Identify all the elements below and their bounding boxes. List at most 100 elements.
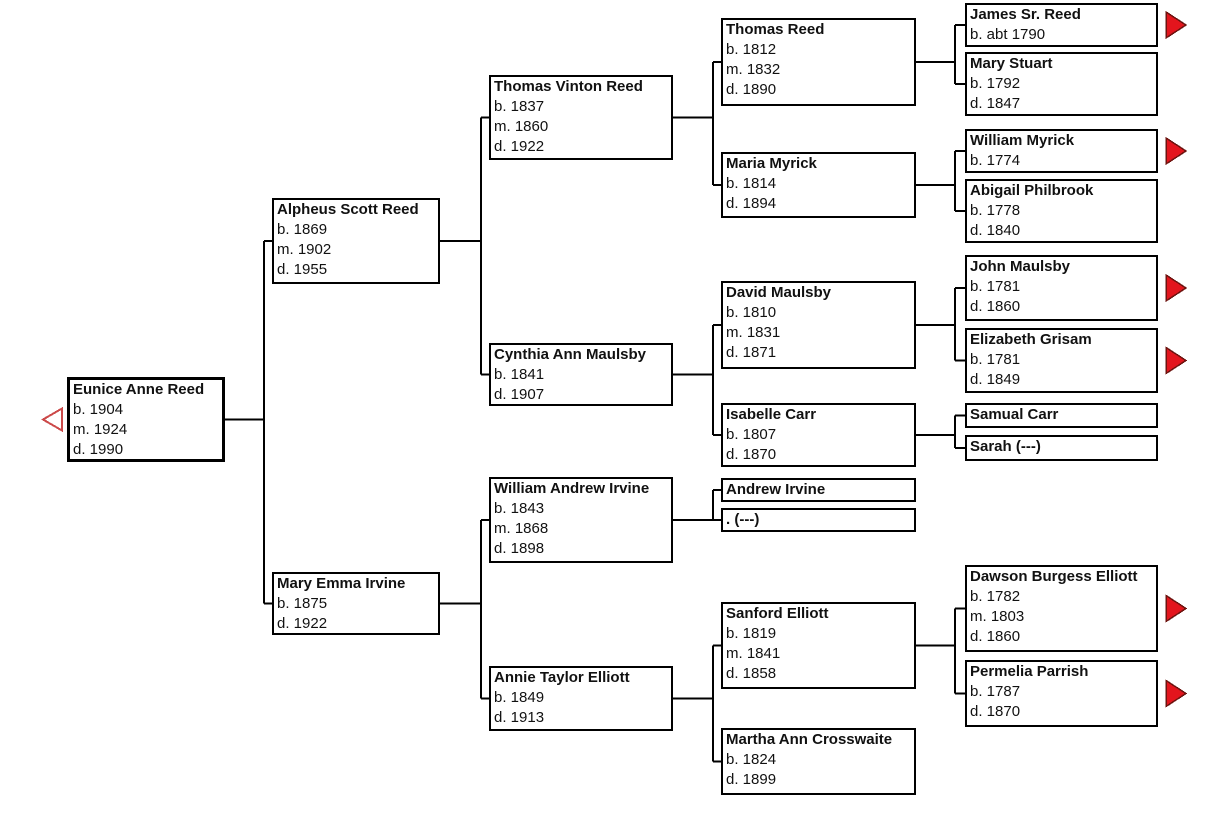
person-detail: b. 1782 — [970, 588, 1021, 605]
person-detail: b. 1774 — [970, 152, 1021, 169]
person-box-andrew[interactable]: Andrew Irvine — [721, 478, 916, 502]
person-box-sanford[interactable]: Sanford Elliott b. 1819 m. 1841 d. 1858 — [721, 602, 916, 689]
person-detail: b. 1875 — [277, 595, 328, 612]
person-detail: b. 1849 — [494, 689, 545, 706]
person-name: Alpheus Scott Reed — [277, 201, 419, 218]
more-ancestors-arrow-icon[interactable] — [1165, 346, 1188, 375]
person-detail: d. 1847 — [970, 95, 1021, 112]
person-detail: b. 1787 — [970, 683, 1021, 700]
person-detail: m. 1868 — [494, 520, 549, 537]
person-detail: d. 1871 — [726, 344, 777, 361]
person-detail: b. 1814 — [726, 175, 777, 192]
person-detail: b. abt 1790 — [970, 26, 1046, 43]
person-detail: b. 1819 — [726, 625, 777, 642]
person-box-john[interactable]: John Maulsby b. 1781 d. 1860 — [965, 255, 1158, 321]
person-box-maria[interactable]: Maria Myrick b. 1814 d. 1894 — [721, 152, 916, 218]
more-ancestors-arrow-icon[interactable] — [1165, 273, 1188, 303]
person-detail: d. 1860 — [970, 298, 1021, 315]
person-name: Maria Myrick — [726, 155, 817, 172]
person-box-mary_stuart[interactable]: Mary Stuart b. 1792 d. 1847 — [965, 52, 1158, 116]
person-detail: m. 1803 — [970, 608, 1025, 625]
person-box-permelia[interactable]: Permelia Parrish b. 1787 d. 1870 — [965, 660, 1158, 727]
person-detail: m. 1831 — [726, 324, 781, 341]
person-detail: d. 1870 — [970, 703, 1021, 720]
person-detail: b. 1824 — [726, 751, 777, 768]
person-detail: b. 1843 — [494, 500, 545, 517]
person-box-sarah[interactable]: Sarah (---) — [965, 435, 1158, 461]
person-box-martha[interactable]: Martha Ann Crosswaite b. 1824 d. 1899 — [721, 728, 916, 795]
person-detail: d. 1955 — [277, 261, 328, 278]
person-detail: b. 1778 — [970, 202, 1021, 219]
person-name: Abigail Philbrook — [970, 182, 1094, 199]
person-name: Martha Ann Crosswaite — [726, 731, 893, 748]
person-detail: d. 1849 — [970, 371, 1021, 388]
more-ancestors-arrow-icon[interactable] — [1165, 594, 1188, 623]
person-detail: d. 1990 — [73, 441, 124, 458]
person-name: Dawson Burgess Elliott — [970, 568, 1138, 585]
root-person-arrow-icon[interactable] — [41, 406, 63, 433]
person-detail: d. 1894 — [726, 195, 777, 212]
person-detail: b. 1869 — [277, 221, 328, 238]
more-ancestors-arrow-icon[interactable] — [1165, 136, 1188, 166]
person-detail: d. 1907 — [494, 386, 545, 403]
person-detail: d. 1858 — [726, 665, 777, 682]
person-detail: m. 1832 — [726, 61, 781, 78]
person-box-abigail[interactable]: Abigail Philbrook b. 1778 d. 1840 — [965, 179, 1158, 243]
person-detail: d. 1922 — [494, 138, 545, 155]
person-box-william_myrick[interactable]: William Myrick b. 1774 — [965, 129, 1158, 173]
person-name: Cynthia Ann Maulsby — [494, 346, 646, 363]
person-detail: d. 1840 — [970, 222, 1021, 239]
person-box-dawson[interactable]: Dawson Burgess Elliott b. 1782 m. 1803 d. 1… — [965, 565, 1158, 652]
person-name: Isabelle Carr — [726, 406, 817, 423]
person-name: William Andrew Irvine — [494, 480, 650, 497]
person-box-william_andrew[interactable]: William Andrew Irvine b. 1843 m. 1868 d. 18… — [489, 477, 673, 563]
person-detail: b. 1792 — [970, 75, 1021, 92]
person-detail: b. 1837 — [494, 98, 545, 115]
person-detail: d. 1890 — [726, 81, 777, 98]
person-detail: d. 1922 — [277, 615, 328, 632]
person-name: Elizabeth Grisam — [970, 331, 1092, 348]
person-detail: m. 1860 — [494, 118, 549, 135]
person-box-elizabeth[interactable]: Elizabeth Grisam b. 1781 d. 1849 — [965, 328, 1158, 393]
person-name: Sanford Elliott — [726, 605, 829, 622]
person-detail: m. 1841 — [726, 645, 781, 662]
person-name: Sarah (---) — [970, 438, 1041, 455]
person-detail: d. 1913 — [494, 709, 545, 726]
person-name: David Maulsby — [726, 284, 832, 301]
person-name: Eunice Anne Reed — [73, 381, 205, 398]
person-name: John Maulsby — [970, 258, 1071, 275]
more-ancestors-arrow-icon[interactable] — [1165, 10, 1188, 40]
person-detail: b. 1810 — [726, 304, 777, 321]
person-name: Annie Taylor Elliott — [494, 669, 630, 686]
person-detail: b. 1781 — [970, 278, 1021, 295]
person-detail: b. 1807 — [726, 426, 777, 443]
person-box-david[interactable]: David Maulsby b. 1810 m. 1831 d. 1871 — [721, 281, 916, 369]
person-box-annie[interactable]: Annie Taylor Elliott b. 1849 d. 1913 — [489, 666, 673, 731]
person-name: Samual Carr — [970, 406, 1059, 423]
person-detail: d. 1898 — [494, 540, 545, 557]
person-name: Thomas Reed — [726, 21, 825, 38]
person-name: Andrew Irvine — [726, 481, 826, 498]
person-name: Thomas Vinton Reed — [494, 78, 643, 95]
person-detail: d. 1899 — [726, 771, 777, 788]
person-detail: b. 1781 — [970, 351, 1021, 368]
more-ancestors-arrow-icon[interactable] — [1165, 679, 1188, 708]
person-box-samual[interactable]: Samual Carr — [965, 403, 1158, 428]
person-box-blank[interactable]: . (---) — [721, 508, 916, 532]
person-detail: m. 1902 — [277, 241, 332, 258]
person-detail: d. 1860 — [970, 628, 1021, 645]
person-detail: b. 1904 — [73, 401, 124, 418]
person-name: Mary Stuart — [970, 55, 1053, 72]
person-name: William Myrick — [970, 132, 1075, 149]
person-box-alpheus[interactable]: Alpheus Scott Reed b. 1869 m. 1902 d. 1955 — [272, 198, 440, 284]
person-name: Permelia Parrish — [970, 663, 1089, 680]
person-box-thomas_vinton[interactable]: Thomas Vinton Reed b. 1837 m. 1860 d. 1922 — [489, 75, 673, 160]
